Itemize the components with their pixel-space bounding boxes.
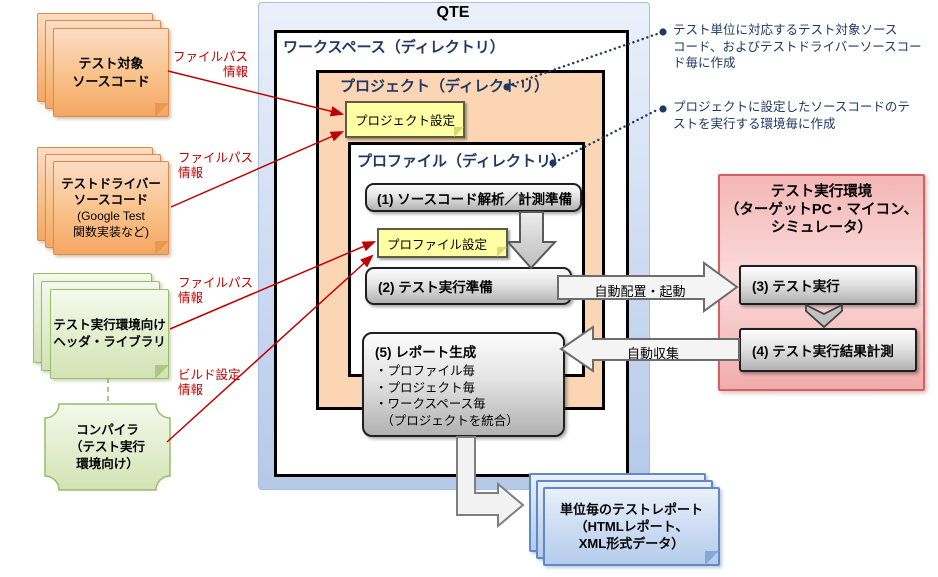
folded-corner-icon: [705, 551, 719, 565]
report-stack-label: 単位毎のテストレポート （HTMLレポート、 XML形式データ）: [559, 502, 703, 551]
bullet-icon: [659, 105, 667, 113]
step1-label: (1) ソースコード解析／計測準備: [377, 191, 573, 207]
filepath-info-label-3: ファイルパス 情報: [178, 276, 254, 305]
build-config-info-label: ビルド設定 情報: [178, 368, 241, 397]
step2-label: (2) テスト実行準備: [378, 280, 493, 295]
folded-corner-icon: [155, 103, 169, 117]
project-settings-note: プロジェクト設定: [345, 101, 465, 138]
step3-box: (3) テスト実行: [739, 265, 917, 305]
folded-corner-icon: [497, 247, 507, 257]
headerlib-stack-front: テスト実行環境向け ヘッダ・ライブラリ: [50, 289, 169, 379]
bullet-icon: [659, 28, 667, 36]
step3-label: (3) テスト実行: [752, 279, 840, 294]
filepath-info-label-2: ファイルパス 情報: [178, 151, 254, 180]
callout-note-profile: プロジェクトに設定したソースコードのテ ストを実行する環境毎に作成: [673, 100, 910, 131]
profile-settings-note: プロファイル設定: [377, 228, 508, 258]
headerlib-stack-label: テスト実行環境向け ヘッダ・ライブラリ: [53, 318, 166, 349]
source-stack-front: テスト対象 ソースコード: [53, 28, 169, 117]
deploy-arrow-label: 自動配置・起動: [594, 284, 686, 299]
collect-arrow-label: 自動収集: [626, 346, 679, 361]
driver-stack-label: テストドライバー ソースコード: [61, 177, 161, 207]
step4-label: (4) テスト実行結果計測: [752, 344, 894, 359]
step2-box: (2) テスト実行準備: [365, 267, 572, 305]
callout-note-project: テスト単位に対応するテスト対象ソース コード、およびテストドライバーソースコー …: [673, 23, 922, 70]
workspace-label: ワークスペース（ディレクトリ）: [283, 39, 505, 56]
profile-label: プロファイル（ディレクトリ）: [357, 153, 566, 170]
folded-corner-icon: [155, 365, 169, 379]
step5-title: (5) レポート生成: [375, 345, 477, 360]
source-stack-label: テスト対象 ソースコード: [72, 55, 150, 89]
qte-title: QTE: [436, 4, 470, 21]
driver-stack-front: テストドライバー ソースコード (Google Test 関数実装など): [53, 161, 169, 255]
step4-box: (4) テスト実行結果計測: [739, 328, 917, 372]
step1-box: (1) ソースコード解析／計測準備: [365, 183, 582, 212]
test-env-title: テスト実行環境 （ターゲットPC・マイコン、 シミュレータ）: [724, 184, 919, 236]
project-label: プロジェクト（ディレクトリ）: [340, 78, 549, 95]
step5-box: (5) レポート生成 ・プロファイル毎 ・プロジェクト毎 ・ワークスペース毎 （…: [362, 332, 565, 437]
compiler-plaque-label: コンパイラ （テスト実行 環境向け）: [69, 422, 145, 471]
filepath-info-label-1: ファイルパス 情報: [172, 50, 248, 79]
step5-items: ・プロファイル毎 ・プロジェクト毎 ・ワークスペース毎 （プロジェクトを統合）: [375, 364, 519, 428]
folded-corner-icon: [155, 241, 169, 255]
compiler-plaque-label-wrap: コンパイラ （テスト実行 環境向け）: [45, 404, 170, 490]
driver-stack-sublabel: (Google Test 関数実装など): [73, 209, 149, 239]
folded-corner-icon: [454, 127, 464, 137]
profile-settings-note-label: プロファイル設定: [387, 237, 488, 252]
report-stack-front: 単位毎のテストレポート （HTMLレポート、 XML形式データ）: [543, 487, 720, 566]
project-settings-note-label: プロジェクト設定: [355, 114, 456, 128]
